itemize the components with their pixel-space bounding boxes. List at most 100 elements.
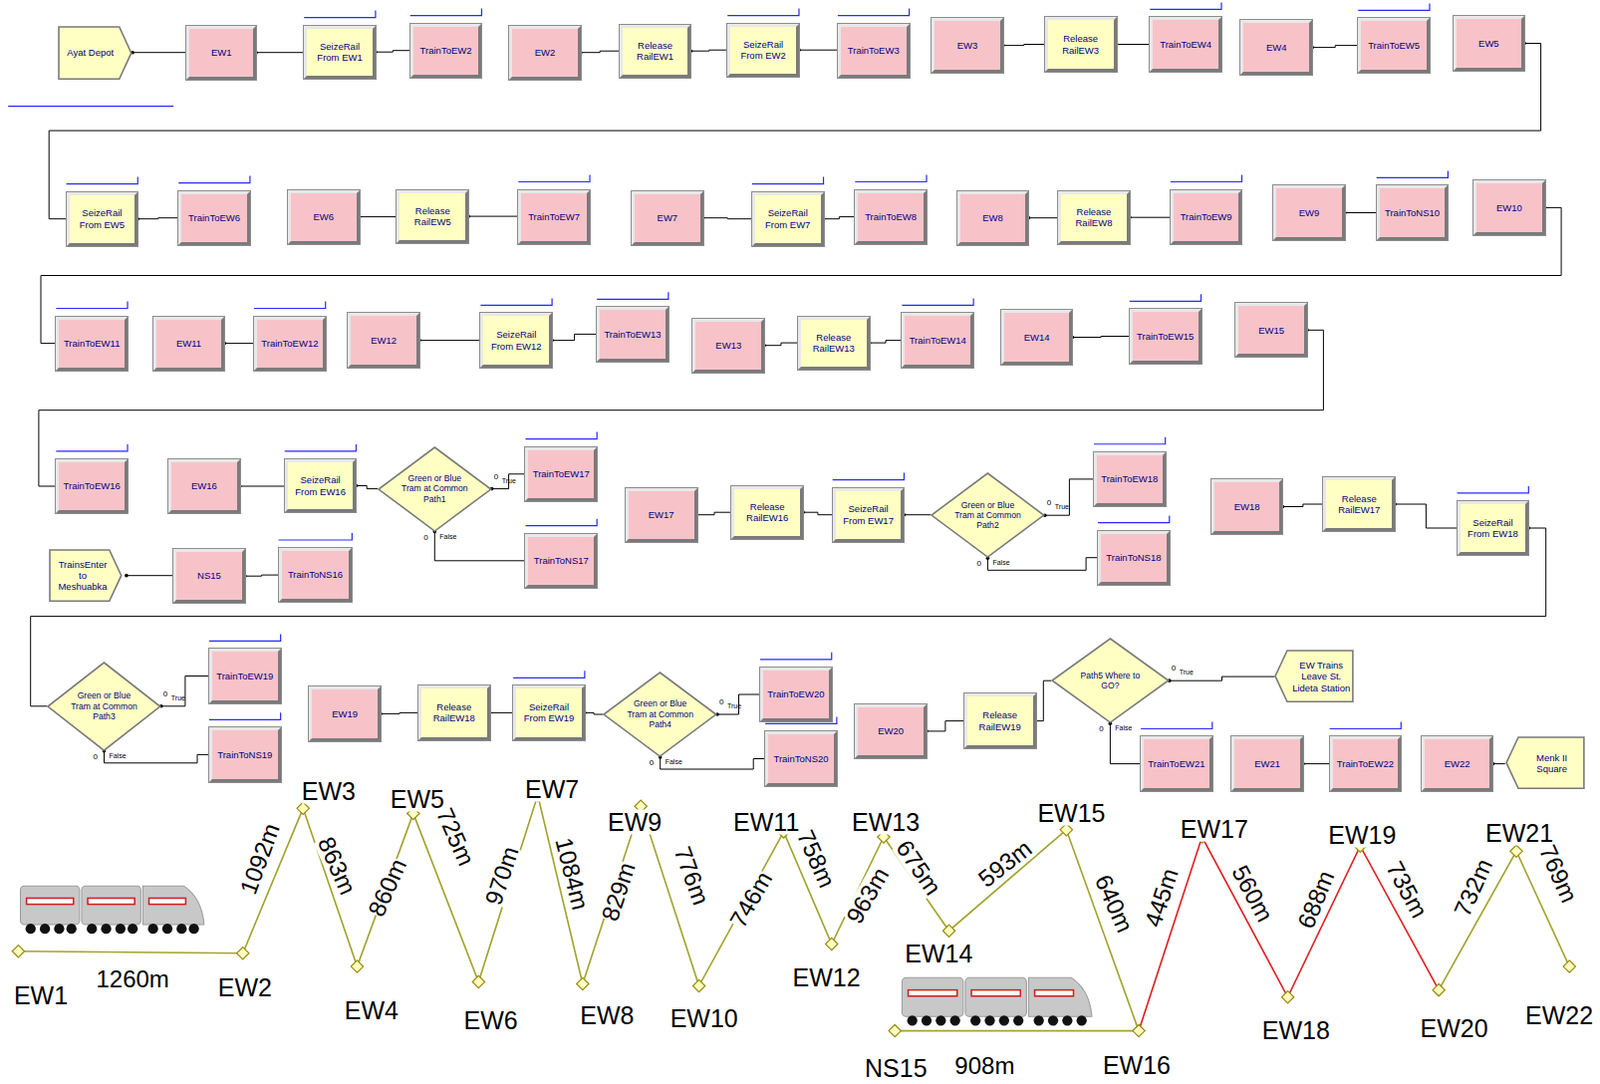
station-name: EW3 [301,778,356,803]
distance-label: 735m [1382,857,1432,922]
node-text: TrainToNS20 [773,753,828,765]
process-box: TrainToEW11 [55,316,128,371]
node-text: TrainToEW5 [1367,39,1420,51]
train-wheels [25,923,200,934]
connector [1169,676,1276,681]
resource-box: Release RailEW8 [1058,191,1130,245]
station-name: EW4 [344,997,399,1023]
decision-diamond: Green or Blue Tram at Common Path4 [602,671,718,758]
create-box: TrainsEnter to Meshuabka [48,548,127,602]
station-name: EW5 [390,786,445,811]
connector [1045,479,1094,516]
distance-label: 640m [1090,871,1137,937]
resource-box: SeizeRail From EW19 [513,685,585,740]
decision-diamond: Path5 Where to GO? [1051,637,1170,724]
branch-label: True [171,694,186,702]
connector [1344,212,1377,214]
process-box: EW6 [287,190,360,245]
station-marker [692,979,705,992]
resource-box: SeizeRail From EW1 [303,25,376,79]
node-text: SeizeRail From EW12 [485,328,547,352]
process-box: TrainToEW18 [1093,452,1166,507]
queue-bar [1330,721,1402,729]
node-text: TrainToEW6 [188,212,241,224]
node-text: Release RailEW8 [1063,206,1125,230]
connector [434,532,526,561]
resource-box: Release RailEW5 [396,190,469,244]
branch-label: False [1114,724,1132,732]
process-box: EW2 [509,25,581,80]
process-box: EW20 [854,704,927,759]
queue-bar [752,177,824,185]
distance-label: 1084m [550,834,592,912]
node-text: TrainToEW15 [1136,330,1194,342]
process-box: EW8 [957,191,1030,246]
connector [126,574,174,576]
counter-number: 0 [976,559,981,568]
connector [256,51,304,53]
connector [802,512,833,516]
counter-number: 0 [1098,725,1103,734]
distance-label: 593m [974,835,1037,892]
resource-box: SeizeRail From EW12 [480,312,552,367]
counter-number: 0 [1171,664,1176,673]
connector [904,514,932,516]
queue-bar [901,297,974,305]
connector [580,50,620,53]
connector [1129,217,1171,219]
station-name: EW12 [793,965,861,991]
node-text: TrainsEnter to Meshuabka [54,558,111,593]
process-box: TrainToEW22 [1330,736,1402,791]
queue-bar [1457,486,1530,494]
process-box: TrainToEW6 [178,191,251,246]
connector [492,474,527,490]
station-marker [1060,823,1072,836]
queue-bar [284,444,357,452]
node-text: EW17 [648,509,675,521]
node-text: Green or Blue Tram at Common Path2 [954,500,1022,532]
node-text: EW Trains Leave St. Lideta Station [1290,659,1352,694]
queue-bar [837,8,910,16]
connector [161,676,210,707]
counter-number: 0 [1047,499,1052,508]
connector [1116,43,1151,45]
node-text: TrainToEW7 [528,211,580,223]
connector [660,757,767,770]
process-box: TrainToNS18 [1097,531,1170,585]
queue-bar [1140,721,1213,729]
node-text: SeizeRail From EW16 [289,474,352,498]
process-box: EW3 [931,17,1004,72]
connector [137,218,179,220]
queue-bar [1357,2,1430,10]
distance-label: 688m [1294,867,1339,933]
node-text: EW13 [715,339,742,351]
resource-box: SeizeRail From EW7 [752,192,824,247]
queue-bar [55,444,128,452]
track-line [17,795,1139,1032]
node-text: TrainToNS18 [1105,551,1161,563]
connector [245,574,279,576]
station-marker [576,977,589,990]
connector [551,333,597,340]
branch-label: True [1055,503,1069,511]
connector [697,512,733,516]
distance-label: 560m [1227,861,1277,926]
queue-bar [596,291,669,299]
process-box: EW22 [1421,736,1494,791]
node-text: TrainToEW19 [216,670,273,682]
station-name: EW8 [579,1003,634,1029]
resource-box: Release RailEW3 [1045,16,1117,71]
resource-box: SeizeRail From EW18 [1457,501,1530,555]
process-box: EW9 [1273,185,1345,240]
connector [240,486,285,488]
station-marker [1195,830,1208,843]
process-box: EW13 [692,318,765,373]
connector [1036,680,1052,721]
process-box: EW10 [1473,180,1546,235]
connector [355,486,378,490]
node-text: TrainToEW13 [603,328,661,340]
station-marker [942,924,955,937]
shape-outline [58,26,132,79]
